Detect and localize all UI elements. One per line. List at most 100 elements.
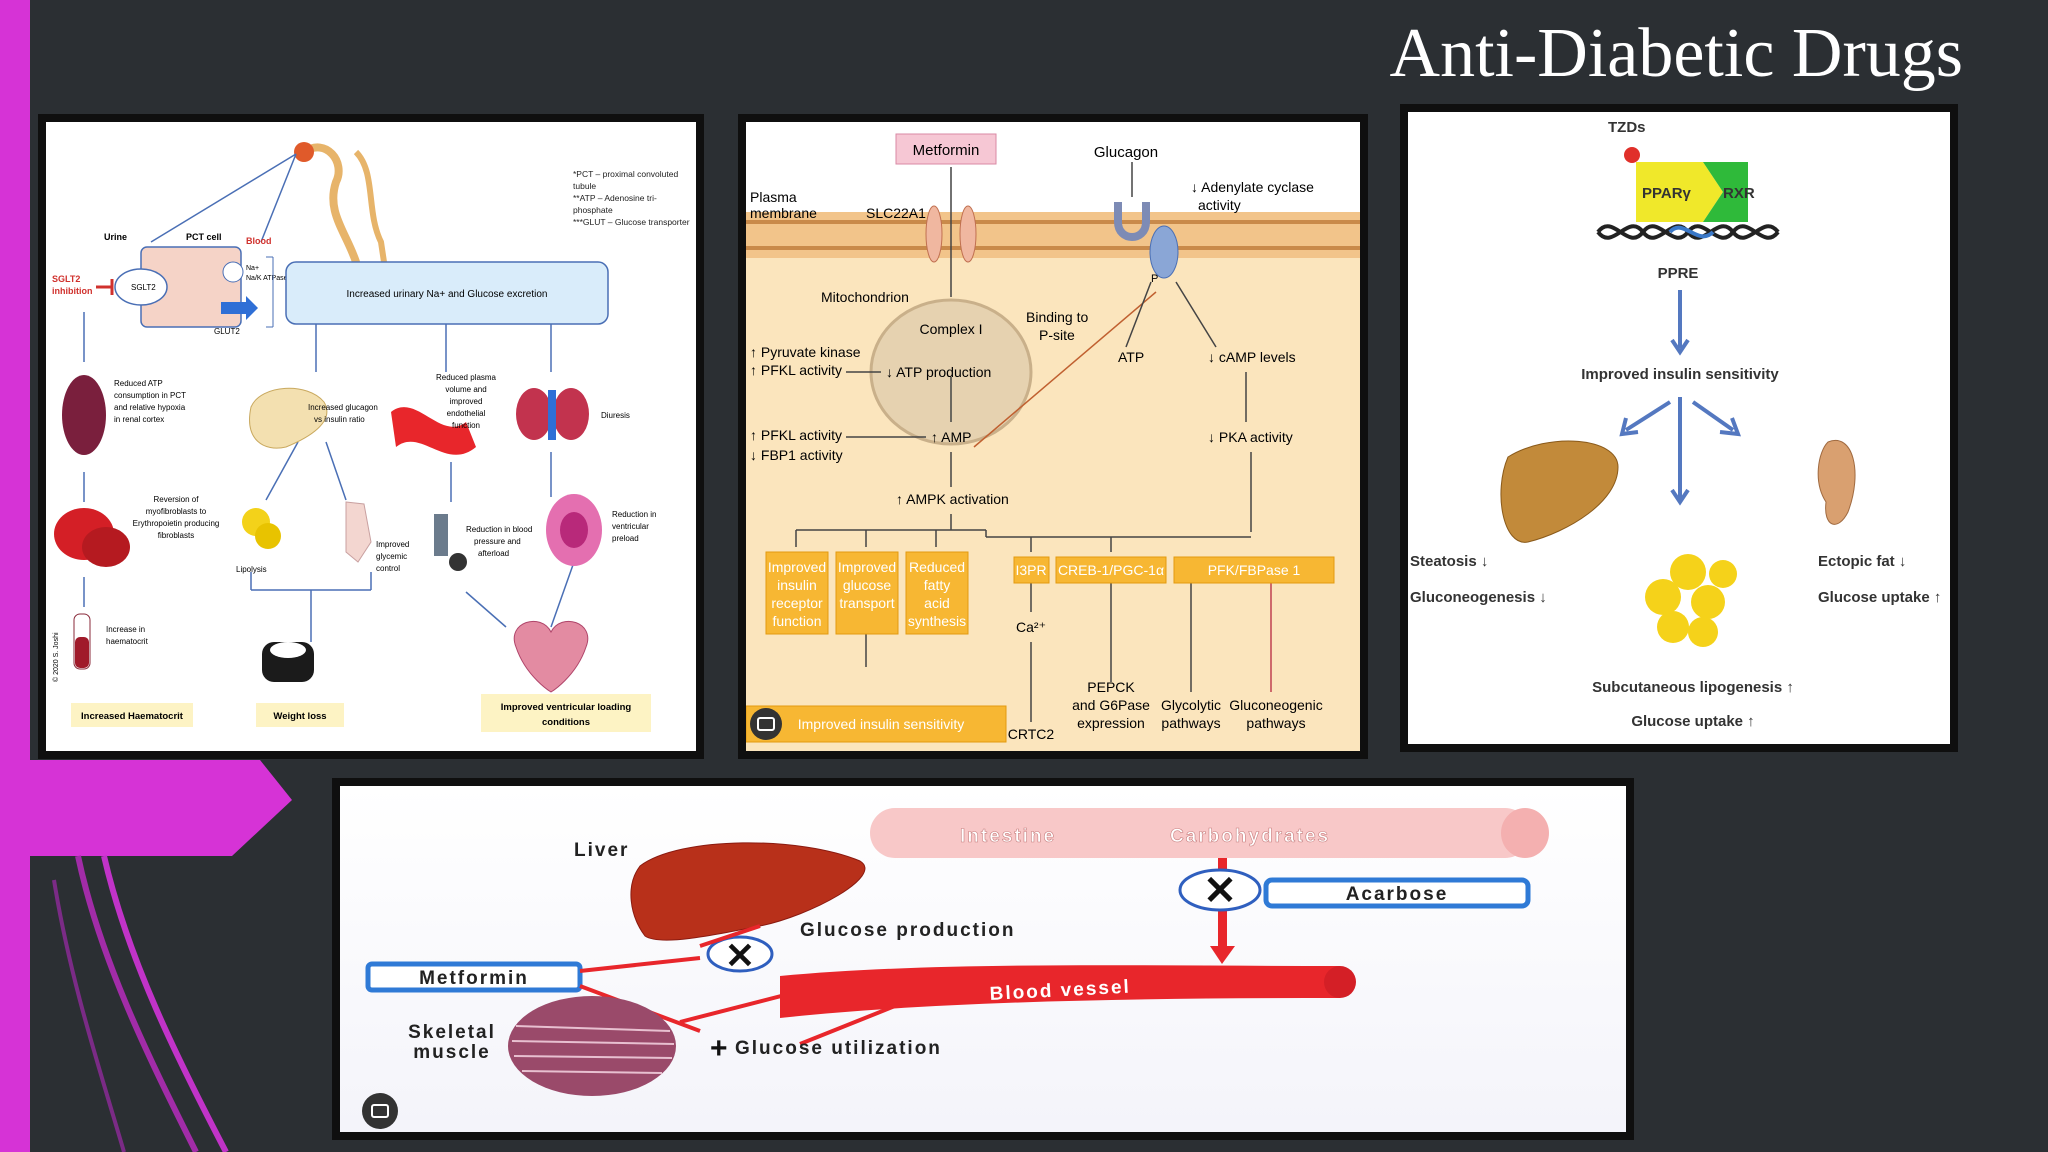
glucose-utilization-label: Glucose utilization (735, 1038, 942, 1059)
fat-cells-icon (1645, 554, 1737, 647)
fatty-acid-text: synthesis (908, 613, 966, 629)
lens-icon[interactable] (750, 708, 782, 740)
sglt2-inhibition-label: inhibition (52, 286, 93, 296)
steatosis-label: Steatosis ↓ (1410, 553, 1488, 570)
glucagon-receptor-icon (1114, 202, 1150, 241)
acarbose-label: Acarbose (1346, 884, 1449, 905)
lipogenesis-label: Subcutaneous lipogenesis ↑ (1592, 679, 1794, 696)
preload-text: Reduction in (612, 510, 656, 519)
reduced-atp-text: Reduced ATP (114, 379, 163, 388)
ppar-label: PPARγ (1642, 185, 1692, 202)
main-effect-text: Increased urinary Na+ and Glucose excret… (347, 289, 548, 300)
plasma-membrane-label: membrane (750, 205, 817, 221)
metformin-box (365, 961, 583, 993)
i3pr-text: I3PR (1015, 562, 1046, 578)
plasma-volume-text: endothelial (447, 409, 486, 418)
fatty-acid-text: acid (924, 595, 950, 611)
pepck-text: expression (1077, 715, 1145, 731)
pfkl-fbp1-text: ↓ FBP1 activity (750, 447, 843, 463)
crtc2-text: CRTC2 (1008, 726, 1055, 742)
box-glucose-transport (835, 551, 899, 635)
pfkl-fbp1-text: ↑ PFKL activity (750, 427, 842, 443)
metformin-diagram-panel: Metformin Glucagon ↓ Adenylate cyclase a… (738, 114, 1368, 759)
fatty-acid-text: Reduced (909, 559, 965, 575)
ca-text: Ca²⁺ (1016, 619, 1046, 635)
insulin-receptor-text: function (772, 613, 821, 629)
glucose-transport-text: Improved (838, 559, 896, 575)
ectopic-fat-label: Ectopic fat ↓ (1818, 553, 1906, 570)
ppar-shape (1636, 162, 1723, 222)
reduced-atp-text: in renal cortex (114, 415, 164, 424)
amp-text: ↑ AMP (931, 429, 971, 445)
slide-decoration (0, 0, 292, 1152)
slc22a1-transporter (925, 205, 943, 263)
haematocrit-text: haematocrit (106, 637, 149, 646)
blood-vessel-shape (780, 965, 1340, 1018)
copyright-text: © 2020 S. Joshi (52, 632, 60, 682)
heart-icon (513, 620, 589, 693)
sglt2-diagram: *PCT – proximal convoluted tubule **ATP … (52, 142, 690, 732)
box-insulin-receptor (765, 551, 829, 635)
output-ventricular: Improved ventricular loading (501, 702, 632, 713)
intestine-shape (870, 808, 1530, 858)
svg-text:✕: ✕ (725, 935, 755, 976)
accent-curve-line (52, 879, 126, 1152)
glucagon-label: Glucagon (1094, 144, 1158, 161)
accent-curve-line (75, 855, 199, 1152)
gluconeogenesis-label: Gluconeogenesis ↓ (1410, 589, 1547, 606)
footnote-line: *PCT – proximal convoluted (573, 169, 678, 179)
footnote-line: tubule (573, 181, 596, 191)
rxr-shape (1703, 162, 1748, 222)
output-weight-loss: Weight loss (273, 711, 326, 722)
camp-text: ↓ cAMP levels (1208, 349, 1296, 365)
binding-label: P-site (1039, 327, 1075, 343)
diuresis-text: Diuresis (601, 411, 630, 420)
box-pfk (1173, 556, 1335, 584)
output-box-ventricular (481, 694, 651, 732)
insulin-receptor-text: receptor (771, 595, 823, 611)
ampk-text: ↑ AMPK activation (896, 491, 1009, 507)
lens-icon[interactable] (362, 1093, 398, 1129)
complex-i-label: Complex I (919, 321, 982, 337)
reversion-text: Reversion of (154, 495, 200, 504)
pepck-text: and G6Pase (1072, 697, 1150, 713)
plus-icon: + (710, 1032, 728, 1065)
atp-production-text: ↓ ATP production (886, 364, 991, 380)
plasma-volume-text: volume and (445, 385, 486, 394)
glut2-arrow (221, 296, 258, 320)
acarbose-box (1263, 877, 1531, 909)
pyruvate-text: ↑ Pyruvate kinase (750, 344, 861, 360)
pct-cell-label: PCT cell (186, 232, 222, 242)
plasma-membrane-band (746, 212, 1360, 258)
drug-action-panel: Intestine Carbohydrates ✕ Acarbose Liver… (332, 778, 1634, 1140)
blood-vessel-icon (391, 407, 476, 455)
slc22a1-label: SLC22A1 (866, 205, 926, 221)
improved-sensitivity-text: Improved insulin sensitivity (798, 716, 965, 732)
sglt2-label: SGLT2 (131, 283, 156, 292)
output-ventricular: conditions (542, 717, 590, 728)
urine-label: Urine (104, 232, 127, 242)
p-label: P (1151, 273, 1158, 285)
liver-icon (630, 842, 866, 941)
sglt2-diagram-panel: *PCT – proximal convoluted tubule **ATP … (38, 114, 704, 759)
na-k-atpase-label: Na+ (246, 265, 259, 272)
gluconeogenic-text: Gluconeogenic (1229, 697, 1322, 713)
pfk-text: PFK/FBPase 1 (1208, 562, 1301, 578)
sglt2-inhibition-label: SGLT2 (52, 274, 80, 284)
sensitivity-label: Improved insulin sensitivity (1581, 366, 1779, 383)
binding-label: Binding to (1026, 309, 1088, 325)
main-effect-box (285, 261, 609, 325)
glycolytic-text: pathways (1161, 715, 1220, 731)
metformin-box (895, 133, 997, 165)
gluconeogenic-text: pathways (1246, 715, 1305, 731)
pancreas-icon (249, 387, 328, 449)
footnote-line: **ATP – Adenosine tri- (573, 193, 657, 203)
muscle-tissue-icon (508, 996, 676, 1096)
glycemic-text: control (376, 564, 400, 573)
glucose-transport-text: transport (839, 595, 894, 611)
metformin-label: Metformin (419, 968, 529, 989)
output-box-haematocrit (71, 703, 193, 727)
reduced-atp-text: consumption in PCT (114, 391, 186, 400)
haematocrit-text: Increase in (106, 625, 145, 634)
footnote-line: phosphate (573, 205, 613, 215)
